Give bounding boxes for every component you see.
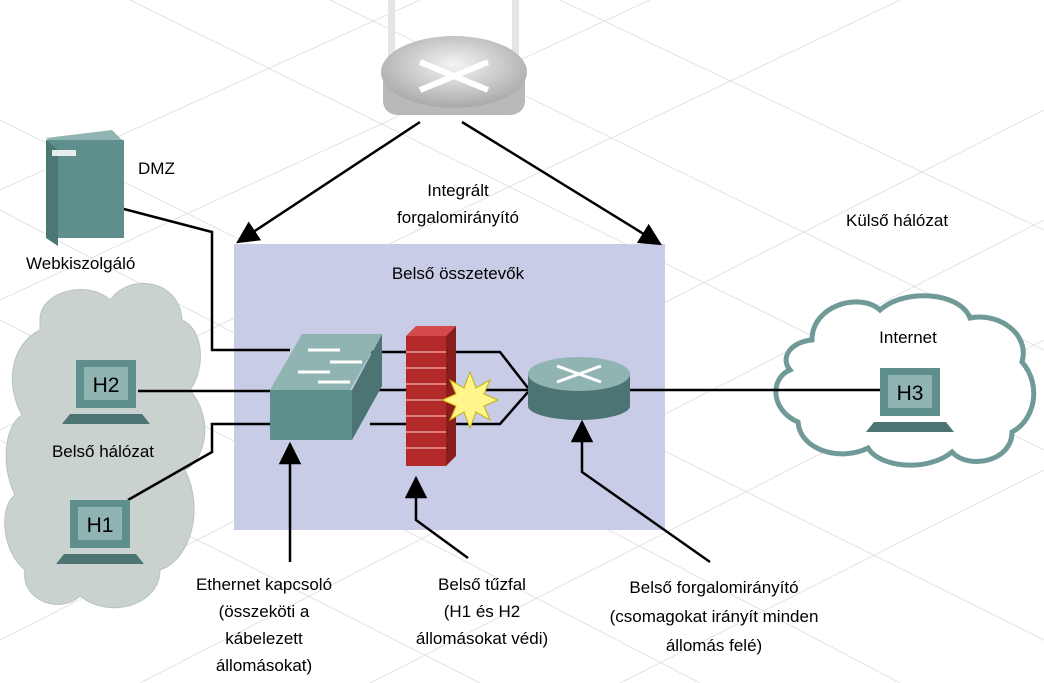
arrow-integrated-router-right [461,120,662,246]
pointer-arrows [236,120,711,564]
host-h2-label: H2 [93,374,120,397]
internal-firewall-label-line-2: (H1 és H2 [444,602,521,621]
web-server-label: Webkiszolgáló [26,254,135,273]
integrated-router-device [381,0,527,115]
blocked-packet-burst-icon [440,370,500,430]
ethernet-switch-label-line-1: Ethernet kapcsoló [196,575,332,594]
dmz-label: DMZ [138,159,175,178]
arrow-integrated-router-left [236,120,421,244]
ethernet-switch-label-line-4: állomásokat) [216,656,312,675]
link-webserver-switch [119,206,290,352]
internet-label: Internet [879,328,937,347]
host-h3-device [866,368,954,432]
ethernet-switch-label-line-2: (összeköti a [219,602,310,621]
ethernet-switch-device [270,334,382,440]
internal-router-device [528,357,630,420]
switch-arrows-icon [298,348,362,384]
ethernet-switch-label-line-3: kábelezett [225,629,303,648]
arrow-internal-router [570,419,711,564]
firewall-device [406,326,456,466]
internal-router-arrows-icon [556,364,602,384]
internal-firewall-label-line-3: állomásokat védi) [416,629,548,648]
integrated-router-label-line-1: Integrált [427,181,489,200]
internal-network-cloud [4,282,206,609]
host-h3-label: H3 [897,382,924,405]
router-arrows-icon [418,59,490,93]
host-h2-device [62,360,150,424]
web-server-device [46,130,124,246]
internal-router-label-line-3: állomás felé) [666,636,762,655]
internal-firewall-label-line-1: Belső tűzfal [438,575,526,594]
link-h1-switch [127,422,290,502]
external-network-label: Külső hálózat [846,211,948,230]
internal-router-label-line-2: (csomagokat irányít minden [610,607,819,626]
internal-components-label: Belső összetevők [392,264,525,283]
arrow-internal-firewall [404,475,469,560]
host-h1-label: H1 [87,514,114,537]
host-h1-device [56,500,144,564]
internal-network-label: Belső hálózat [52,442,154,461]
integrated-router-label-line-2: forgalomirányító [397,208,519,227]
internal-router-label-line-1: Belső forgalomirányító [629,578,798,597]
